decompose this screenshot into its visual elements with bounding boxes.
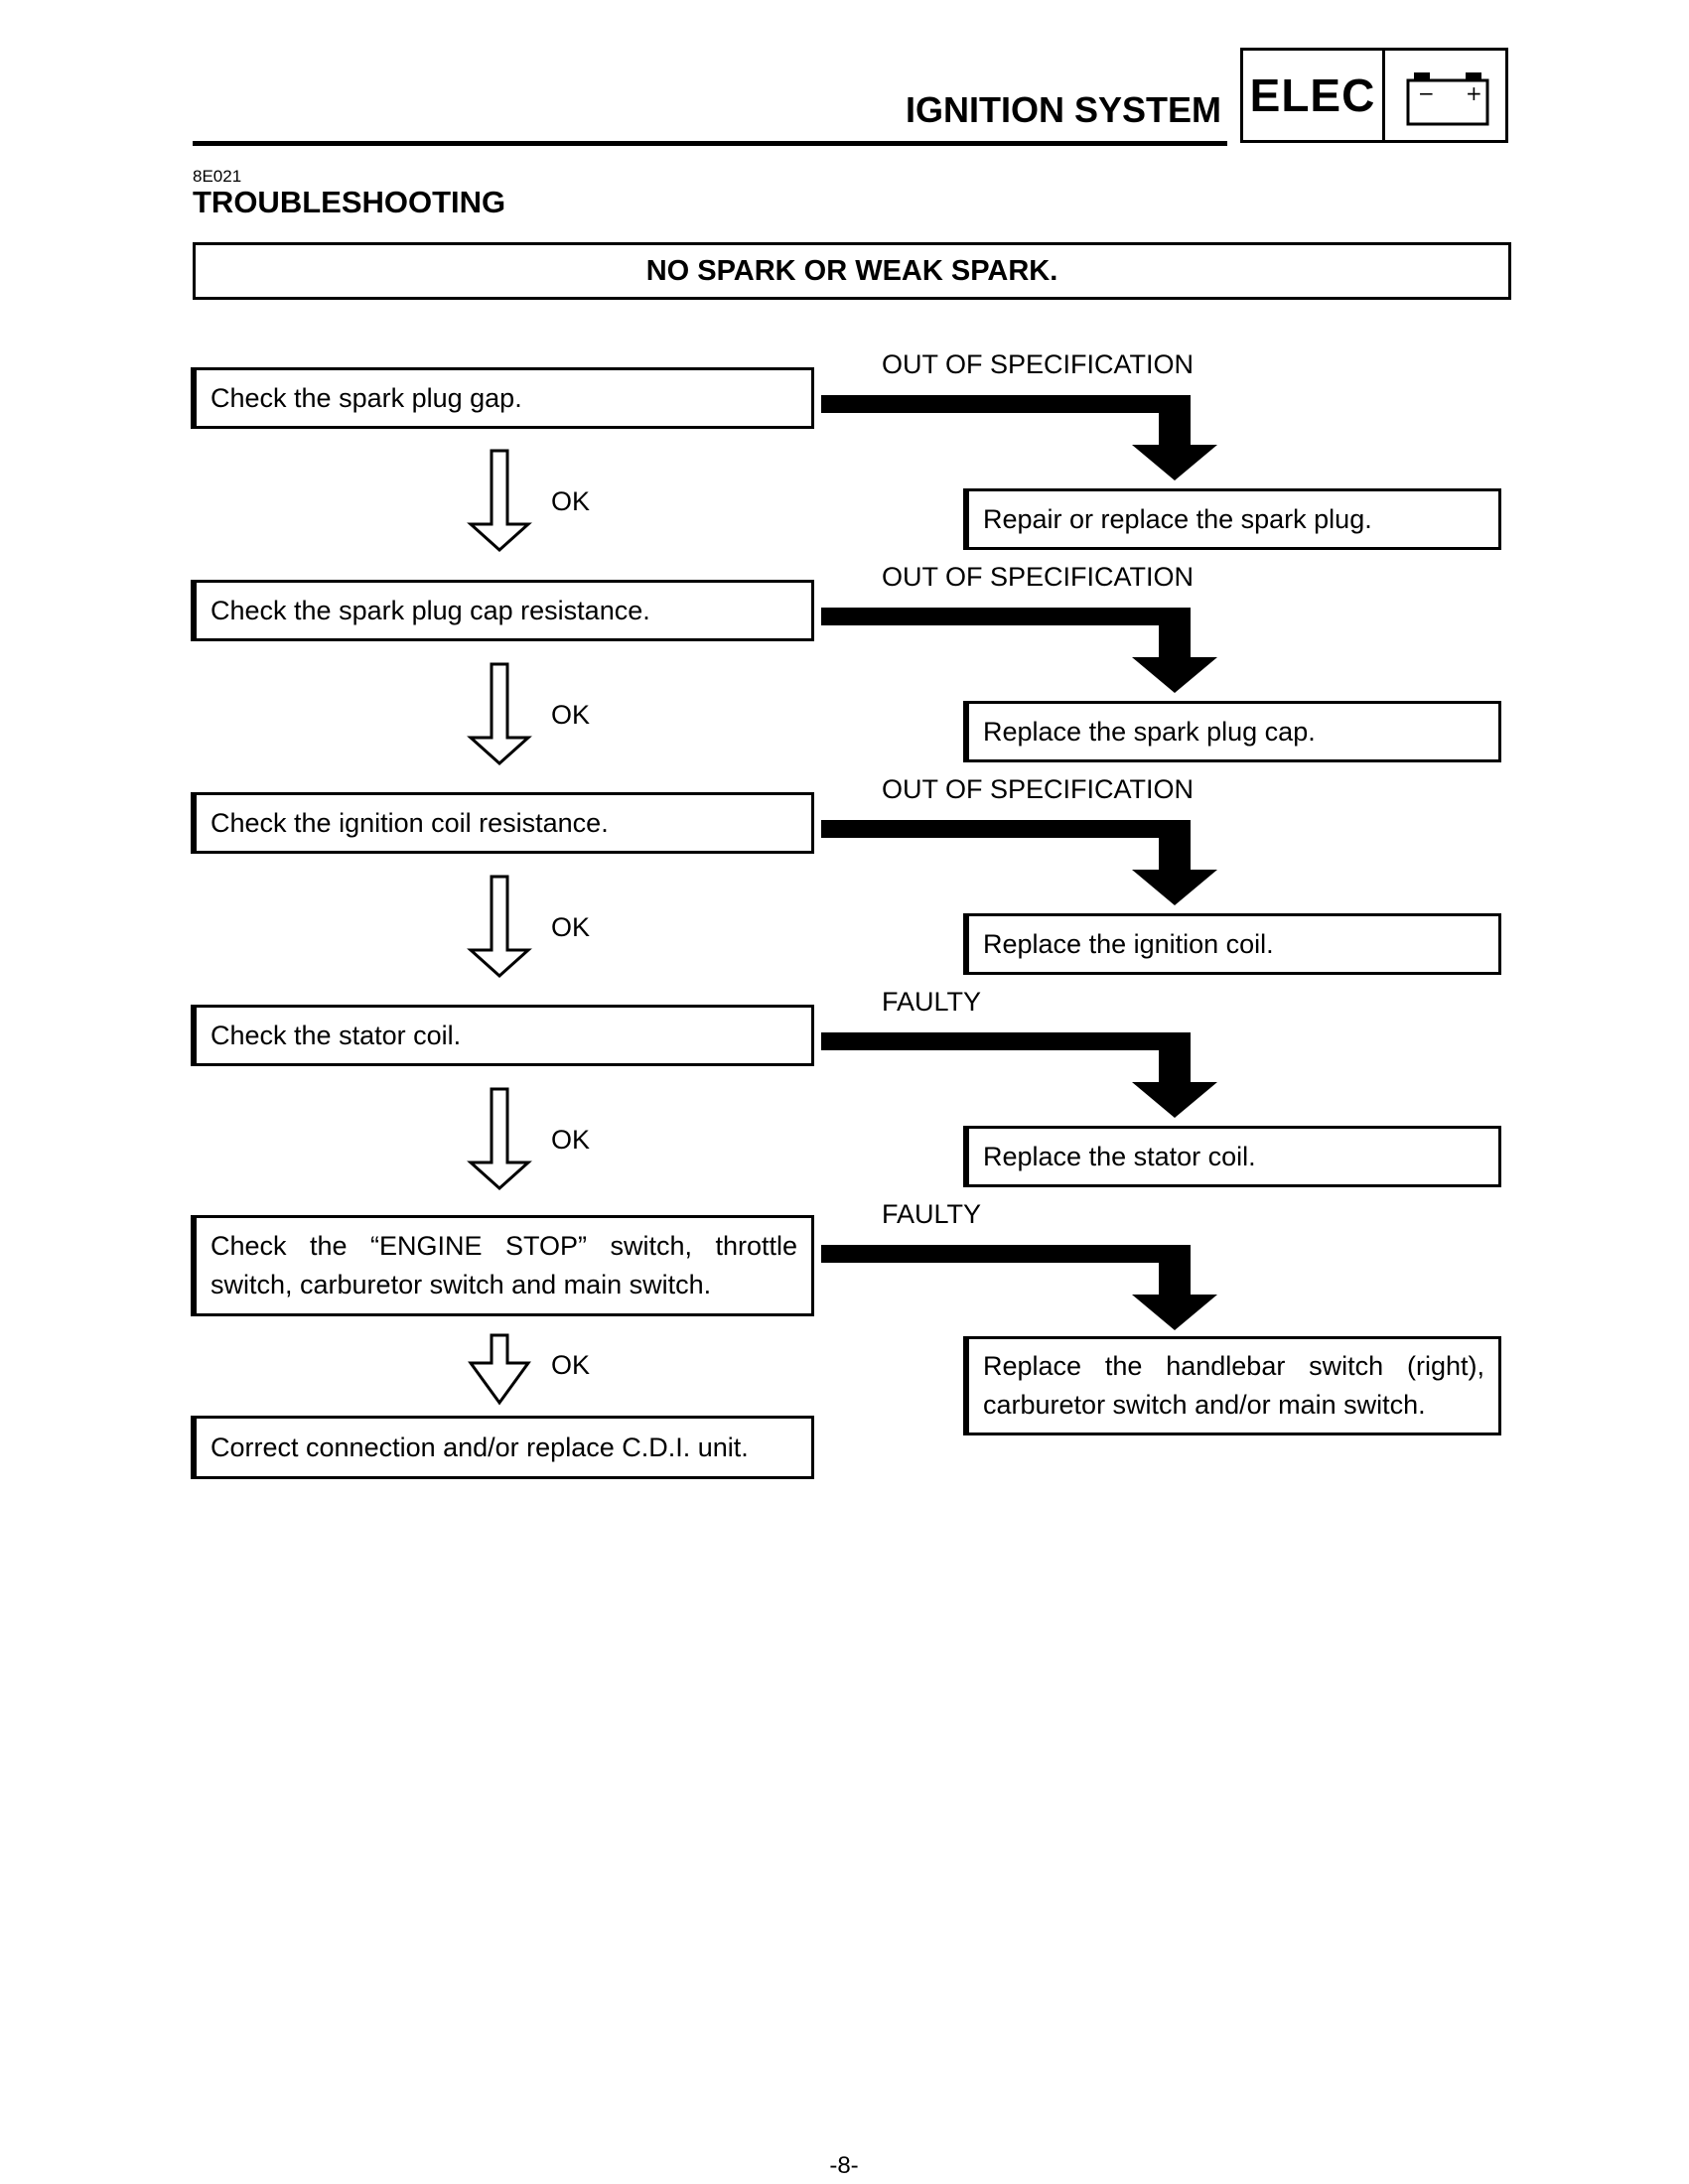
remedy-box-plug-cap: Replace the spark plug cap. xyxy=(963,701,1501,762)
battery-minus-label: − xyxy=(1418,81,1435,105)
check-box-switches: Check the “ENGINE STOP” switch, throttle… xyxy=(191,1215,814,1316)
check-box-ignition-coil-resistance: Check the ignition coil resistance. xyxy=(191,792,814,854)
ok-arrow-5 xyxy=(468,1333,531,1406)
check-box-plug-cap-resistance: Check the spark plug cap resistance. xyxy=(191,580,814,641)
ok-arrow-1 xyxy=(469,449,530,552)
section-header-title: IGNITION SYSTEM xyxy=(905,89,1221,130)
elec-badge-divider xyxy=(1382,51,1385,140)
ok-arrow-2 xyxy=(469,662,530,765)
condition-label-5: FAULTY xyxy=(882,1199,982,1229)
elec-badge: ELEC − + xyxy=(1240,48,1508,143)
battery-icon: − + xyxy=(1406,72,1489,126)
condition-label-3: OUT OF SPECIFICATION xyxy=(882,774,1195,804)
remedy-box-switches: Replace the handlebar switch (right), ca… xyxy=(963,1336,1501,1435)
battery-plus-label: + xyxy=(1466,81,1482,105)
ok-arrow-4 xyxy=(469,1087,530,1190)
check-box-cdi-unit: Correct connection and/or replace C.D.I.… xyxy=(191,1416,814,1479)
section-title: TROUBLESHOOTING xyxy=(193,185,506,219)
remedy-box-spark-plug: Repair or replace the spark plug. xyxy=(963,488,1501,550)
fail-arrow-4 xyxy=(821,1032,1217,1118)
elec-badge-label: ELEC xyxy=(1249,69,1376,121)
remedy-box-stator-coil: Replace the stator coil. xyxy=(963,1126,1501,1187)
fail-arrow-3 xyxy=(821,820,1217,905)
check-box-spark-plug-gap: Check the spark plug gap. xyxy=(191,367,814,429)
fail-arrow-2 xyxy=(821,608,1217,693)
condition-label-2: OUT OF SPECIFICATION xyxy=(882,562,1195,592)
ok-arrow-3 xyxy=(469,875,530,978)
check-box-stator-coil: Check the stator coil. xyxy=(191,1005,814,1066)
ok-label-3: OK xyxy=(551,912,591,942)
ok-label-2: OK xyxy=(551,700,591,730)
fail-arrow-5 xyxy=(821,1245,1217,1330)
ok-label-4: OK xyxy=(551,1125,591,1155)
condition-label-4: FAULTY xyxy=(882,987,982,1017)
section-code: 8E021 xyxy=(193,167,242,186)
symptom-banner: NO SPARK OR WEAK SPARK. xyxy=(193,242,1511,300)
condition-label-1: OUT OF SPECIFICATION xyxy=(882,349,1195,379)
header-rule xyxy=(193,141,1227,146)
page-number: -8- xyxy=(829,2152,859,2179)
ok-label-1: OK xyxy=(551,486,591,516)
ok-label-5: OK xyxy=(551,1350,591,1380)
fail-arrow-1 xyxy=(821,395,1217,480)
remedy-box-ignition-coil: Replace the ignition coil. xyxy=(963,913,1501,975)
